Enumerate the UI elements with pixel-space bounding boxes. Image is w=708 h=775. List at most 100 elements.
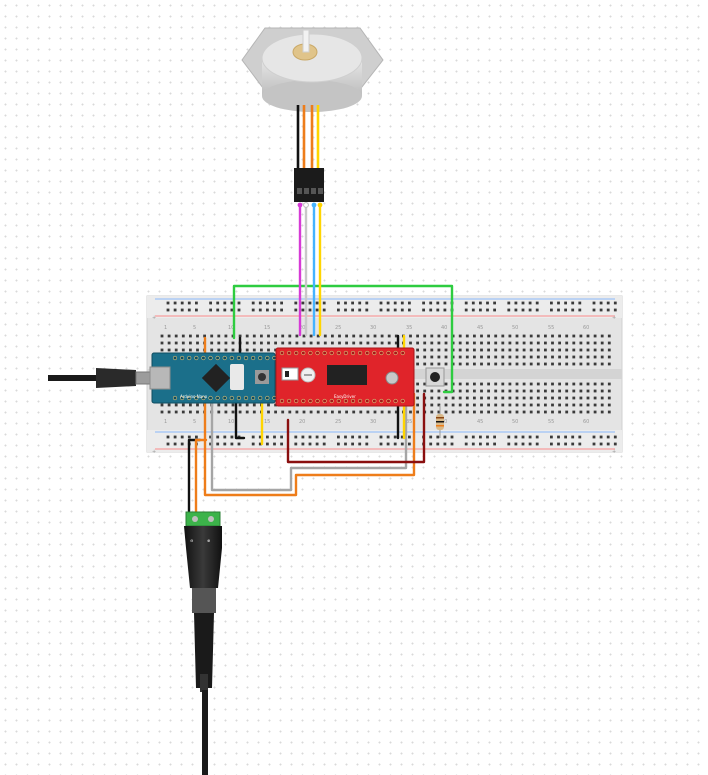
bb-hole [536, 341, 540, 345]
bb-hole [600, 410, 604, 414]
resistor-band-2 [436, 421, 444, 423]
bb-col-number: 35 [406, 325, 412, 331]
pushbutton[interactable] [425, 367, 445, 387]
bb-hole [315, 442, 319, 446]
bb-hole [437, 389, 441, 393]
bb-hole [437, 396, 441, 400]
bb-hole [366, 334, 370, 338]
connector-end-yellow [317, 202, 323, 208]
bb-hole [281, 341, 285, 345]
connector-end-cyan [311, 202, 317, 208]
bb-hole [550, 308, 553, 312]
bb-hole [607, 334, 611, 338]
arduino-nano[interactable]: Arduino Nano [149, 352, 277, 404]
bb-hole [408, 308, 411, 312]
bb-hole [430, 410, 434, 414]
bb-hole [315, 308, 319, 312]
bb-hole [386, 301, 390, 305]
bb-hole [430, 403, 434, 407]
bb-hole [267, 410, 270, 414]
bb-hole [173, 301, 177, 305]
bb-hole [571, 308, 575, 312]
motor-shaft [302, 29, 310, 53]
header-pin [343, 398, 349, 404]
bb-hole [195, 301, 198, 305]
header-pin [393, 398, 398, 404]
bb-hole [416, 355, 419, 359]
bb-hole [550, 435, 553, 439]
bb-hole [358, 442, 362, 446]
bb-hole [309, 341, 313, 345]
bb-hole [586, 348, 590, 352]
bb-col-number: 20 [299, 325, 305, 331]
easydriver-board[interactable]: EasyDriver [275, 347, 415, 407]
bb-hole [579, 348, 583, 352]
bb-hole [571, 301, 575, 305]
bb-hole [180, 301, 184, 305]
bb-hole [501, 410, 505, 414]
bb-hole [529, 362, 533, 366]
bb-hole [230, 308, 234, 312]
bb-hole [471, 308, 475, 312]
bb-hole [288, 334, 292, 338]
bb-hole [267, 334, 270, 338]
header-pin [243, 355, 249, 361]
bb-hole [423, 362, 427, 366]
bb-hole [437, 341, 441, 345]
bb-hole [437, 410, 441, 414]
bb-hole [600, 355, 604, 359]
bb-hole [322, 435, 326, 439]
bb-hole [245, 334, 249, 338]
bb-hole [323, 341, 327, 345]
bb-col-number: 50 [512, 325, 518, 331]
bb-hole [251, 301, 255, 305]
bb-hole [564, 442, 567, 446]
header-pin [236, 355, 241, 361]
bb-hole [160, 348, 164, 352]
header-pin [251, 395, 256, 401]
bb-hole [416, 362, 419, 366]
bb-hole [416, 382, 419, 386]
header-pin [350, 350, 356, 356]
bb-hole [258, 308, 262, 312]
bb-hole [223, 442, 227, 446]
bb-hole [572, 334, 576, 338]
bb-hole [572, 362, 576, 366]
bb-hole [365, 308, 369, 312]
bb-hole [579, 362, 583, 366]
bb-hole [544, 362, 547, 366]
jack-plus-label: ⊕ [207, 538, 210, 543]
header-pin [294, 398, 299, 404]
bb-hole [301, 435, 305, 439]
bb-hole [515, 334, 519, 338]
breadboard-labels: 1155101015152020252530303535404045455050… [152, 315, 616, 455]
bb-hole [536, 389, 540, 393]
header-pin [201, 395, 206, 401]
bb-hole [551, 403, 554, 407]
dc-barrel-jack[interactable]: ⊖ ⊕ [184, 511, 222, 775]
bb-hole [260, 341, 263, 345]
bb-hole [487, 348, 490, 352]
bb-hole [551, 341, 554, 345]
bb-hole [572, 341, 576, 345]
bb-hole [487, 341, 490, 345]
bb-hole [514, 435, 518, 439]
bb-hole [422, 301, 425, 305]
header-pin [215, 355, 220, 361]
motor-connector [294, 168, 324, 202]
bb-hole [558, 355, 561, 359]
bb-hole [578, 301, 582, 305]
bb-hole [529, 403, 533, 407]
stepper-motor[interactable] [241, 27, 384, 208]
usb-cable[interactable] [48, 368, 155, 388]
pushbutton-cap[interactable] [430, 372, 440, 382]
bb-hole [473, 348, 476, 352]
bb-hole [267, 341, 270, 345]
bb-hole [536, 410, 540, 414]
bb-hole [273, 442, 276, 446]
bb-hole [487, 382, 490, 386]
bb-hole [429, 308, 433, 312]
bb-hole [565, 355, 569, 359]
bb-hole [501, 355, 505, 359]
bb-hole [613, 301, 617, 305]
